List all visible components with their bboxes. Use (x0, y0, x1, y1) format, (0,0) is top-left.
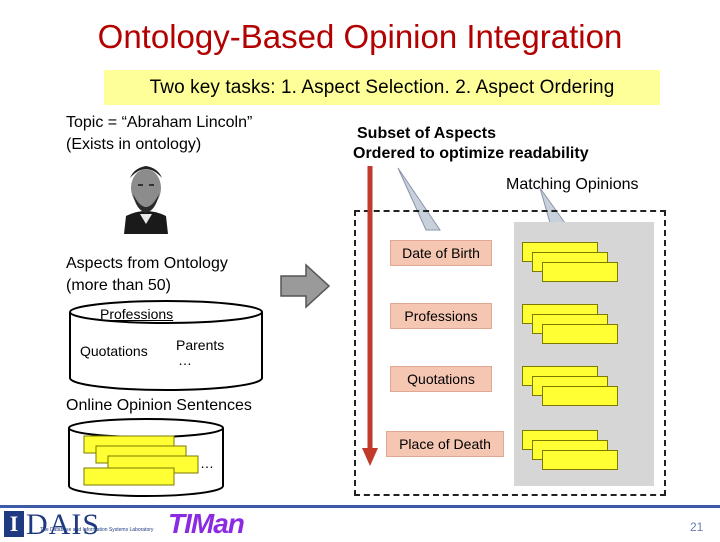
matching-opinions-label: Matching Opinions (506, 176, 639, 193)
right-aspect-professions: Professions (390, 303, 492, 329)
order-arrow-icon (362, 166, 378, 466)
right-arrow-icon (280, 263, 331, 309)
lincoln-portrait (108, 158, 184, 234)
timan-logo: TIMan (168, 508, 245, 539)
dais-logo: DAIS (26, 508, 101, 541)
opinion-db-cylinder (68, 418, 224, 497)
opinion-stack-date-of-birth (522, 242, 618, 282)
topic-line: Topic = “Abraham Lincoln” (66, 114, 253, 131)
opinion-stack-place-of-death (522, 430, 618, 470)
online-opinions-label: Online Opinion Sentences (66, 397, 252, 414)
right-aspect-date-of-birth: Date of Birth (390, 240, 492, 266)
opinion-stack-quotations (522, 366, 618, 406)
right-aspect-place-of-death: Place of Death (386, 431, 504, 457)
key-tasks-banner: Two key tasks: 1. Aspect Selection. 2. A… (104, 70, 660, 105)
left-aspect-ellipsis: … (178, 352, 192, 368)
left-aspect-parents: Parents (176, 337, 225, 353)
aspects-ontology-label: Aspects from Ontology (66, 255, 228, 272)
subset-aspects-label: Subset of Aspects (357, 125, 496, 142)
left-aspect-quotations: Quotations (80, 343, 148, 359)
topic-ontology-note: (Exists in ontology) (66, 136, 202, 153)
opinion-stack-professions (522, 304, 618, 344)
online-ellipsis: … (200, 455, 214, 471)
slide-title: Ontology-Based Opinion Integration (97, 18, 623, 55)
right-aspect-quotations: Quotations (390, 366, 492, 392)
ordered-readability-label: Ordered to optimize readability (353, 145, 589, 162)
footer-rule (0, 505, 720, 508)
page-number: 21 (690, 520, 704, 534)
ontology-cylinder (69, 300, 263, 391)
aspects-count-note: (more than 50) (66, 277, 171, 294)
illinois-logo: I (4, 511, 24, 537)
integration-panel (354, 210, 666, 496)
dais-lab-name: The Database and Information Systems Lab… (40, 527, 154, 533)
left-aspect-professions: Professions (100, 306, 174, 322)
